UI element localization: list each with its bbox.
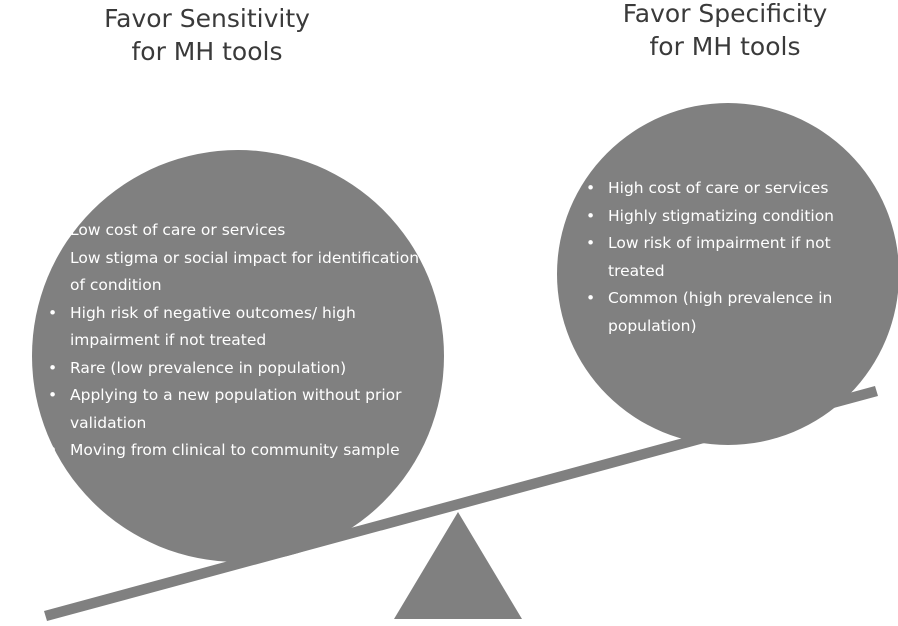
list-item: Low risk of impairment if not treated xyxy=(582,230,882,285)
sensitivity-factors-list: Low cost of care or services Low stigma … xyxy=(44,217,424,465)
list-item: High cost of care or services xyxy=(582,175,882,203)
favor-sensitivity-title: Favor Sensitivity for MH tools xyxy=(104,4,310,66)
list-item: Applying to a new population without pri… xyxy=(44,382,424,437)
list-item: Rare (low prevalence in population) xyxy=(44,355,424,383)
list-item: Highly stigmatizing condition xyxy=(582,203,882,231)
seesaw-plank xyxy=(44,386,878,621)
specificity-factors-list: High cost of care or services Highly sti… xyxy=(582,175,882,340)
list-item: Low stigma or social impact for identifi… xyxy=(44,245,424,300)
seesaw-fulcrum xyxy=(394,512,522,619)
list-item: Low cost of care or services xyxy=(44,217,424,245)
list-item: High risk of negative outcomes/ high imp… xyxy=(44,300,424,355)
list-item: Common (high prevalence in population) xyxy=(582,285,882,340)
favor-specificity-title: Favor Specificity for MH tools xyxy=(622,0,828,61)
list-item: Moving from clinical to community sample xyxy=(44,437,424,465)
